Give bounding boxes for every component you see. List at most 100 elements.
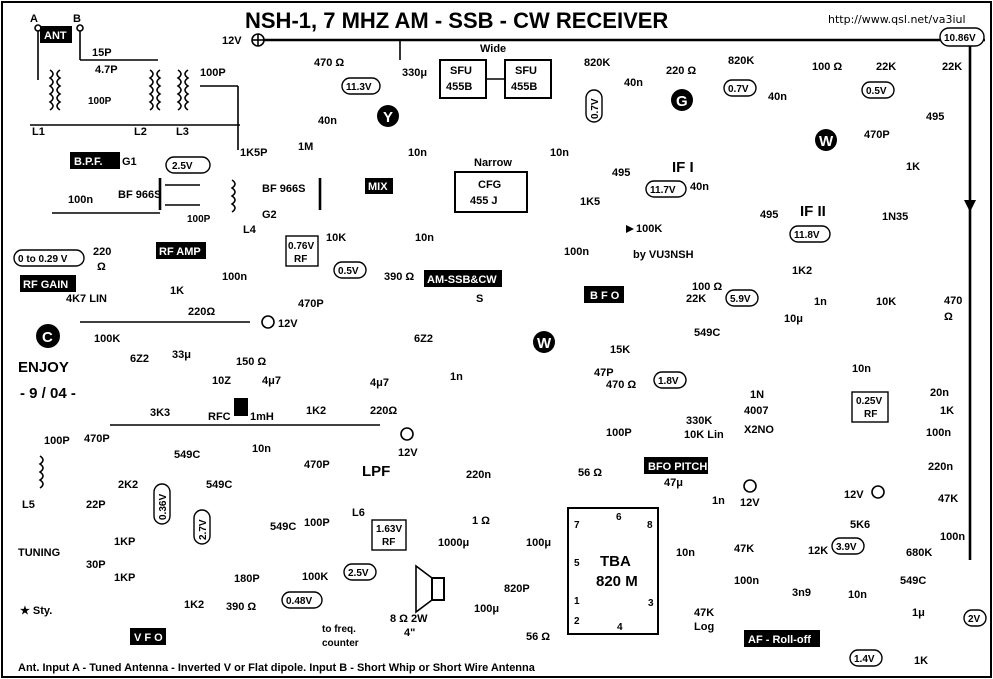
- c40n-d-label: 40n: [768, 91, 787, 103]
- voltage-11v7: 11.7V: [650, 185, 676, 196]
- ic-pin-4: 4: [617, 622, 623, 633]
- mode-tag-label: AM-SSB&CW: [427, 274, 497, 286]
- ic-pin-2: 2: [574, 616, 580, 627]
- r1k-label: 1K: [906, 161, 920, 173]
- r100ohm-bfo-label: 100 Ω: [692, 281, 722, 293]
- r220-unit: Ω: [97, 261, 106, 273]
- q4-label: 495: [926, 111, 944, 123]
- voltage-badge-1v8: [653, 371, 687, 389]
- l1-label: L1: [32, 126, 45, 138]
- bpf-tag: [70, 152, 120, 169]
- voltage-badge-2v: [963, 609, 987, 627]
- inductor-l2: [148, 69, 162, 111]
- c100n-e-label: 100n: [734, 575, 759, 587]
- voltage-badge-1v4: [849, 649, 883, 667]
- l4-label: L4: [243, 224, 257, 236]
- c1u-label: 1μ: [912, 607, 925, 619]
- antenna-input-a: A: [30, 13, 38, 25]
- c100p-b-label: 100P: [200, 67, 226, 79]
- badge-w: [815, 129, 837, 151]
- c100u-b-label: 100μ: [474, 603, 499, 615]
- gate-g2: G2: [262, 209, 277, 221]
- voltage-1v63-rf: RF: [382, 537, 395, 548]
- c470p-c-label: 470P: [84, 433, 110, 445]
- bfo-tag: [584, 286, 624, 303]
- q7-label: 549C: [174, 449, 200, 461]
- ic-pin-5: 5: [574, 558, 580, 569]
- wide-label: Wide: [480, 43, 506, 55]
- voltage-badge-0v5: [333, 261, 367, 279]
- freq-counter-a: to freq.: [322, 624, 356, 635]
- voltage-top: 10.86V: [944, 33, 976, 44]
- r47k-label: 47K: [938, 493, 958, 505]
- c100p-d-label: 100P: [304, 517, 330, 529]
- cfg-name: CFG: [478, 179, 501, 191]
- inductor-l3: [176, 69, 190, 111]
- ic-part: 820 M: [596, 573, 638, 590]
- inductor-l4: [230, 179, 236, 213]
- tuning-label: TUNING: [18, 547, 60, 559]
- r22k-bfo-label: 22K: [686, 293, 706, 305]
- ic-pin-6: 6: [616, 512, 622, 523]
- ant-tag: [40, 26, 72, 43]
- r100k-label: 100K: [636, 223, 662, 235]
- voltage-badge-0v7a: [585, 89, 603, 123]
- bfo-pitch-tag: [644, 457, 708, 474]
- arrow-down-icon: [964, 200, 976, 212]
- c10n-b-label: 10n: [415, 232, 434, 244]
- supply-terminal-det: [400, 427, 414, 441]
- rf-amp-tag: [156, 242, 206, 259]
- supply-terminal-af: [871, 485, 885, 499]
- arrow-right-icon: [626, 225, 634, 233]
- c10n-g-label: 10n: [848, 589, 867, 601]
- supply-label: 12V: [222, 35, 242, 47]
- c4u7-b-label: 4μ7: [370, 377, 389, 389]
- ant-tag-label: ANT: [44, 30, 67, 42]
- gate-g1: G1: [122, 156, 137, 168]
- rfc-choke: [234, 398, 248, 416]
- bfo-pitch-tag-label: BFO PITCH: [648, 461, 707, 473]
- r22k-a-label: 22K: [876, 61, 896, 73]
- q1-label: BF 966S: [118, 189, 161, 201]
- cfg-part: 455 J: [470, 195, 498, 207]
- c1k5p-label: 1K5P: [240, 147, 268, 159]
- source-url: http://www.qsl.net/va3iul: [828, 13, 966, 26]
- r100k-c-label: 100K: [302, 571, 328, 583]
- voltage-badge-2v7: [193, 509, 211, 545]
- r1k2-b-label: 1K2: [306, 405, 326, 417]
- ic-pin-7: 7: [574, 520, 580, 531]
- speaker-icon: [415, 564, 445, 614]
- c100p-c-label: 100P: [187, 214, 211, 225]
- c47u-label: 47μ: [664, 477, 683, 489]
- c10n-e-label: 10n: [852, 363, 871, 375]
- rf-gain-tag: [20, 275, 76, 292]
- c33u-label: 33μ: [172, 349, 191, 361]
- c4p7-label: 4.7P: [95, 64, 118, 76]
- ic-name: TBA: [600, 553, 631, 570]
- c100n-d-label: 100n: [940, 531, 965, 543]
- mode-tag: [424, 270, 502, 287]
- r220ohm-label: 220 Ω: [666, 65, 696, 77]
- r1k-b-label: 1K: [940, 405, 954, 417]
- c100p-e-label: 100P: [606, 427, 632, 439]
- r470-label: 470 Ω: [314, 57, 344, 69]
- supply-terminal-rfamp: [261, 315, 275, 329]
- c100n-bfo-label: 100n: [564, 246, 589, 258]
- voltage-1v63: 1.63V: [376, 524, 402, 535]
- ic-pin-1: 1: [574, 596, 580, 607]
- author-credit: by VU3NSH: [633, 249, 694, 261]
- if2-label: IF II: [800, 203, 826, 220]
- mix-tag-label: MIX: [368, 181, 388, 193]
- voltage-badge-top: [939, 27, 985, 47]
- footer-note: Ant. Input A - Tuned Antenna - Inverted …: [18, 662, 536, 674]
- voltage-0v76-rf: RF: [294, 254, 307, 265]
- badge-g-label: G: [676, 93, 688, 110]
- af-rolloff-tag: [744, 630, 820, 647]
- r1k2-label: 1K2: [792, 265, 812, 277]
- enjoy-word: ENJOY: [18, 359, 69, 376]
- voltage-badge-0v36: [153, 483, 171, 525]
- vfo-tag: [130, 628, 166, 645]
- l1mh-label: 1mH: [250, 411, 274, 423]
- c10n-f-label: 10n: [676, 547, 695, 559]
